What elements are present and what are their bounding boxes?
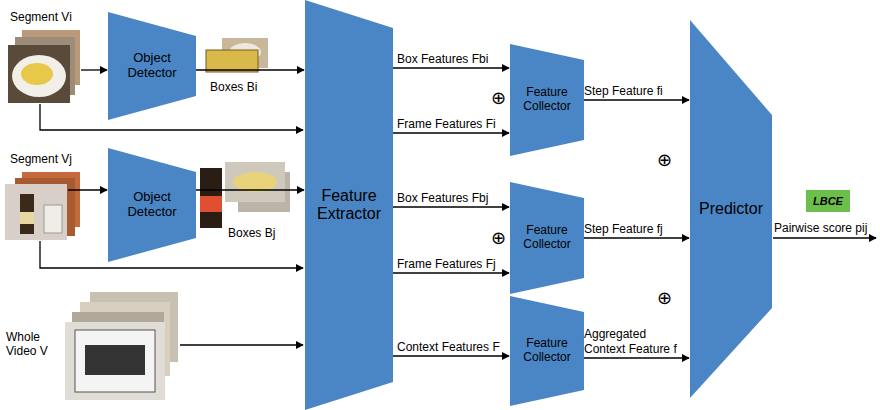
node-text: LBCE	[813, 195, 843, 208]
feature-arrow	[196, 69, 304, 70]
feature-arrow	[196, 189, 304, 190]
loss-box: LBCE	[806, 190, 850, 212]
shape-fill	[305, 0, 393, 410]
edge-label: Box Features Fbi	[397, 52, 488, 66]
bottle-label	[200, 196, 222, 212]
shape-fill	[108, 12, 196, 120]
whole-video-frames	[65, 292, 178, 400]
oven-window	[85, 345, 145, 375]
segment-j-photo	[5, 172, 80, 240]
concat-symbol: ⊕	[491, 88, 506, 110]
feature-extractor: Feature Extractor	[305, 0, 393, 410]
feature-arrow	[393, 206, 509, 207]
video-frame	[65, 322, 165, 400]
edge-label: Frame Features Fi	[397, 117, 496, 131]
feature-arrow	[584, 357, 689, 358]
node-text: Feature Extractor	[311, 187, 387, 224]
concat-symbol: ⊕	[657, 288, 672, 310]
arrow	[81, 69, 107, 70]
input-label: Segment Vi	[10, 10, 72, 24]
edge-label: Context Features F	[397, 340, 500, 354]
shape-fill	[510, 296, 584, 406]
concat-symbol: ⊕	[491, 228, 506, 250]
input-label: Segment Vj	[10, 152, 72, 166]
node-text: Feature Collector	[516, 224, 578, 252]
photo-frame	[8, 45, 70, 103]
feature-arrow	[393, 272, 509, 273]
output-label: Pairwise score pij	[774, 221, 867, 235]
shape-fill	[510, 182, 584, 294]
segment-i-photo	[8, 30, 80, 103]
edge-label: Frame Features Fj	[397, 257, 496, 271]
crop	[225, 162, 285, 202]
node-text: Predictor	[699, 200, 763, 218]
cup	[44, 205, 62, 233]
plate	[12, 55, 66, 97]
arrow	[40, 104, 303, 130]
feature-collector: Feature Collector	[510, 182, 584, 294]
edge-label: Step Feature fi	[584, 84, 663, 98]
photo-frame	[5, 184, 67, 240]
arrow	[40, 241, 303, 268]
node-text: Object Detector	[119, 51, 185, 81]
bottle-label	[20, 212, 34, 224]
shape-fill	[806, 190, 850, 212]
node-text: Object Detector	[119, 190, 185, 220]
predictor: Predictor	[690, 20, 772, 398]
boxes-i-crops	[206, 38, 268, 72]
arrow	[773, 237, 876, 238]
boxes-j-crops	[200, 162, 290, 228]
crop	[206, 50, 258, 72]
arrow	[68, 189, 107, 190]
object-detector: Object Detector	[108, 148, 196, 262]
oven	[75, 330, 155, 392]
node-text: Feature Collector	[516, 337, 578, 365]
object-detector: Object Detector	[108, 12, 196, 120]
feature-arrow	[393, 355, 509, 356]
bottle	[20, 194, 34, 234]
feature-collector: Feature Collector	[510, 296, 584, 406]
shape-fill	[108, 148, 196, 262]
feature-arrow	[393, 132, 509, 133]
feature-arrow	[584, 237, 689, 238]
edge-label: Box Features Fbj	[397, 191, 488, 205]
food	[21, 63, 53, 85]
edge-label: Aggregated Context Feature f	[584, 327, 684, 356]
node-text: Feature Collector	[516, 86, 578, 114]
spoon	[233, 172, 277, 192]
shape-fill	[510, 44, 584, 156]
edge-label: Step Feature fj	[584, 222, 663, 236]
crop	[200, 168, 222, 228]
shape-fill	[690, 20, 772, 398]
arrow	[180, 344, 303, 345]
feature-arrow	[584, 99, 689, 100]
feature-arrow	[393, 67, 509, 68]
feature-collector: Feature Collector	[510, 44, 584, 156]
output-label: Boxes Bj	[228, 226, 275, 240]
output-label: Boxes Bi	[210, 80, 257, 94]
input-label: Whole Video V	[6, 330, 62, 359]
concat-symbol: ⊕	[657, 150, 672, 172]
